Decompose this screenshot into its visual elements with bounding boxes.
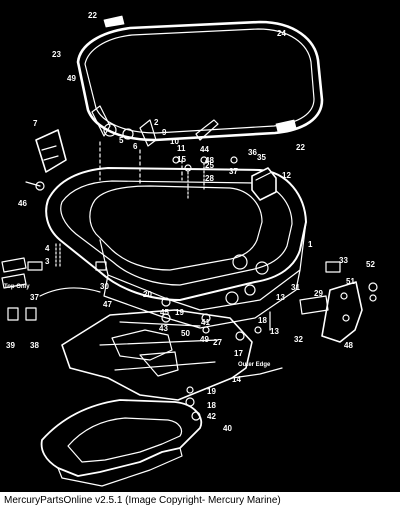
part-callout: 48 [205,156,214,165]
part-callout: 15 [177,155,186,164]
latch-handle [35,129,67,173]
part-callout: 19 [175,308,184,317]
part-callout: 10 [170,137,179,146]
part-callout: 18 [207,401,216,410]
rear-bracket [321,281,378,343]
part-callout: 40 [223,424,232,433]
part-callout: 1 [308,240,313,249]
part-callout: 27 [213,338,222,347]
part-callout: 24 [277,29,286,38]
bottom-cowl [45,167,307,329]
fasteners [161,156,271,421]
part-callout: 37 [30,293,39,302]
part-callout: 17 [234,349,243,358]
part-callout: 30 [100,282,109,291]
pivot-block [251,167,277,201]
part-callout: 49 [67,74,76,83]
part-callout: 25 [205,161,214,170]
part-callout: 46 [18,199,27,208]
top-only-label: Top Only [4,284,30,290]
part-callout: 14 [232,375,241,384]
part-callout: 18 [258,316,267,325]
top-seal-gasket [76,15,324,142]
part-callout: 42 [207,412,216,421]
part-callout: 3 [45,257,50,266]
part-callout: 50 [181,329,190,338]
part-callout: 2 [154,118,159,127]
part-callout: 37 [229,167,238,176]
part-callout: 45 [160,308,169,317]
part-callout: 23 [52,50,61,59]
part-callout: 51 [346,277,355,286]
part-callout: 38 [30,341,39,350]
part-callout: 22 [296,143,305,152]
part-callout: 29 [314,289,323,298]
hinge-assembly [91,105,219,187]
part-callouts: 22 23 24 22 49 7 2 9 5 6 10 11 15 44 48 … [4,11,375,433]
part-callout: 43 [159,324,168,333]
part-callout: 35 [257,153,266,162]
part-callout: 28 [205,174,214,183]
part-callout: 44 [200,145,209,154]
part-callout: 13 [276,293,285,302]
bottom-plate [61,309,283,401]
part-callout: 52 [366,260,375,269]
part-callout: 19 [207,387,216,396]
part-callout: 5 [119,136,124,145]
part-callout: 6 [133,142,138,151]
part-callout: 7 [33,119,38,128]
copyright-footer: MercuryPartsOnline v2.5.1 (Image Copyrig… [0,492,400,509]
part-callout: 11 [177,144,186,153]
part-callout: 47 [103,300,112,309]
part-callout: 13 [270,327,279,336]
outer-edge-label: Outer Edge [238,362,271,368]
part-callout: 33 [339,256,348,265]
part-callout: 9 [162,128,167,137]
part-callout: 31 [291,283,300,292]
part-callout: 22 [88,11,97,20]
part-callout: 20 [143,290,152,299]
part-callout: 39 [6,341,15,350]
part-callout: 41 [201,318,210,327]
lower-pan [40,399,203,487]
part-callout: 49 [200,335,209,344]
part-callout: 4 [45,244,50,253]
part-callout: 32 [294,335,303,344]
part-callout: 12 [282,171,291,180]
exploded-parts-diagram: 22 23 24 22 49 7 2 9 5 6 10 11 15 44 48 … [1,11,378,487]
part-callout: 48 [344,341,353,350]
grommets-and-wire [1,181,341,321]
part-callout: 36 [248,148,257,157]
